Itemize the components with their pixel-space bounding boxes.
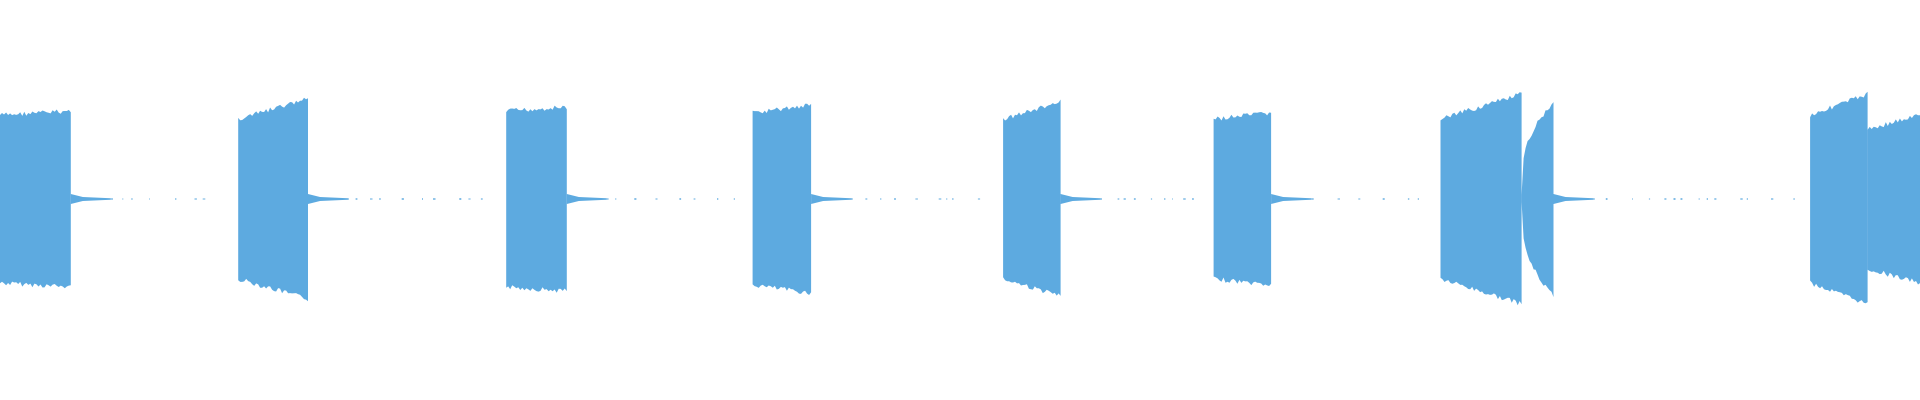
waveform-burst-4 <box>752 103 812 295</box>
waveform-burst-6 <box>1213 112 1272 286</box>
waveform-tail-7 <box>1553 194 1795 204</box>
waveform-tail-2 <box>308 194 483 204</box>
waveform-burst-9 <box>1810 91 1868 304</box>
waveform-tail-1 <box>70 194 206 204</box>
waveform-tail-4 <box>811 194 981 204</box>
waveform-tail-6 <box>1271 194 1419 204</box>
waveform-burst-10 <box>1867 114 1920 285</box>
waveform-burst-1 <box>0 109 71 289</box>
waveform-burst-8 <box>1521 102 1554 298</box>
waveform-tails <box>70 194 1795 204</box>
waveform-burst-3 <box>506 105 567 293</box>
waveform-burst-5 <box>1003 99 1061 296</box>
waveform-tail-5 <box>1060 194 1194 204</box>
waveform-burst-2 <box>238 97 308 302</box>
waveform-burst-7 <box>1440 92 1522 306</box>
waveform-tail-3 <box>566 194 735 204</box>
waveform-bursts <box>0 91 1920 306</box>
